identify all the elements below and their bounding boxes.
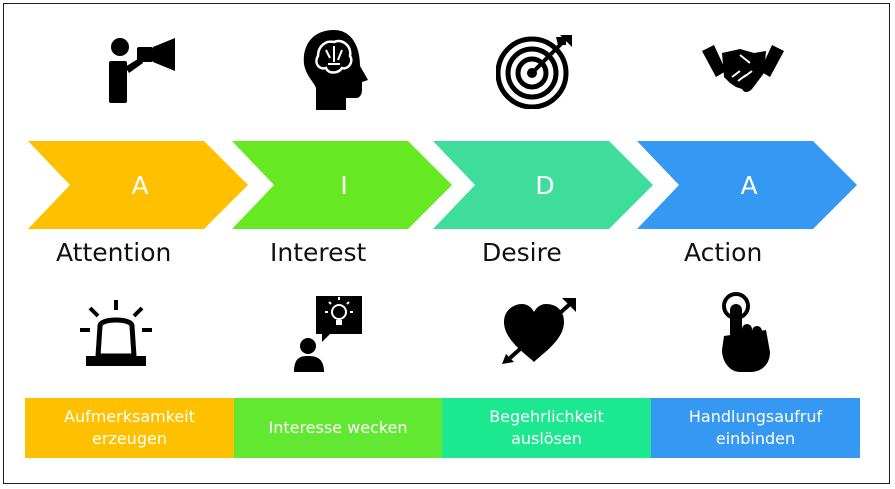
handshake-icon [702, 45, 784, 92]
chevron-interest [232, 141, 452, 229]
stage-name-desire: Desire [482, 238, 562, 267]
chevron-letter-interest: I [340, 171, 347, 200]
description-text-action: Handlungsaufruf einbinden [688, 407, 823, 448]
heart-arrow-icon [502, 298, 576, 364]
description-text-desire: Begehrlichkeit auslösen [489, 407, 604, 448]
chevron-desire [433, 141, 653, 229]
description-box-action: Handlungsaufruf einbinden [651, 398, 860, 458]
chevron-letter-desire: D [535, 171, 554, 200]
chevron-letter-attention: A [131, 171, 148, 200]
megaphone-icon [109, 38, 175, 103]
description-box-desire: Begehrlichkeit auslösen [442, 398, 651, 458]
description-text-interest: Interesse wecken [268, 418, 408, 437]
description-text-attention: Aufmerksamkeit erzeugen [64, 407, 195, 448]
stage-name-action: Action [684, 238, 763, 267]
stage-name-attention: Attention [56, 238, 172, 267]
idea-speech-icon [294, 296, 362, 372]
chevron-action [637, 141, 857, 229]
chevron-letter-action: A [740, 171, 757, 200]
stage-name-interest: Interest [270, 238, 367, 267]
pointing-hand-icon [722, 292, 770, 372]
brain-head-icon [303, 30, 368, 110]
description-box-attention: Aufmerksamkeit erzeugen [25, 398, 234, 458]
target-arrow-icon [496, 35, 572, 109]
description-box-interest: Interesse wecken [234, 398, 442, 458]
alarm-light-icon [80, 300, 152, 366]
chevron-attention [28, 141, 248, 229]
